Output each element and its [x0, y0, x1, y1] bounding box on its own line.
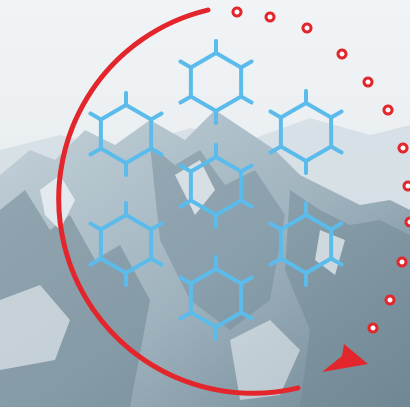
hexagon-spoke	[88, 146, 103, 157]
hexagon-spoke	[239, 275, 254, 286]
trail-dot	[231, 6, 243, 18]
rock-face-right	[285, 190, 410, 407]
hexagon-spoke	[178, 310, 193, 321]
trail-dot	[384, 294, 396, 306]
hexagon-spoke	[88, 221, 103, 232]
hexagon-spoke	[178, 163, 193, 174]
trail-dot	[362, 76, 374, 88]
hexagon-spoke	[149, 146, 164, 157]
hexagon-spoke	[239, 198, 254, 209]
hexagon-spoke	[178, 94, 193, 105]
hexagon-spoke	[88, 256, 103, 267]
trail-dot	[404, 216, 410, 228]
trail-dot	[367, 322, 379, 334]
hexagon-spoke	[178, 275, 193, 286]
hexagon-spoke	[239, 163, 254, 174]
hexagon-spoke	[149, 221, 164, 232]
dotted-trail-icon	[231, 6, 410, 334]
trail-dot	[396, 256, 408, 268]
hexagon-spoke	[329, 256, 344, 267]
trail-dot	[264, 11, 276, 23]
trail-dot	[402, 180, 410, 192]
hexagon-spoke	[268, 256, 283, 267]
hexagon-lattice-icon	[88, 39, 344, 341]
hexagon-spoke	[239, 310, 254, 321]
hexagon-spoke	[329, 109, 344, 120]
hexagon-spoke	[149, 111, 164, 122]
snow-patch	[0, 285, 70, 370]
trail-dot	[382, 104, 394, 116]
hexagon-spoke	[149, 256, 164, 267]
trail-dot	[301, 22, 313, 34]
hexagon-spoke	[178, 198, 193, 209]
circular-arrow-icon	[56, 7, 301, 396]
hexagon-spoke	[239, 59, 254, 70]
snow-patch	[175, 160, 215, 215]
hexagon-spoke	[268, 221, 283, 232]
trail-dot	[397, 142, 409, 154]
hexagon-spoke	[88, 111, 103, 122]
hexagon-spoke	[268, 109, 283, 120]
hexagon-spoke	[268, 144, 283, 155]
hexagon-spoke	[239, 94, 254, 105]
snow-patch	[230, 320, 300, 400]
arrowhead-icon	[322, 344, 368, 372]
trail-dot	[336, 48, 348, 60]
hexagon-spoke	[329, 221, 344, 232]
hexagon-spoke	[329, 144, 344, 155]
hexagon-spoke	[178, 59, 193, 70]
